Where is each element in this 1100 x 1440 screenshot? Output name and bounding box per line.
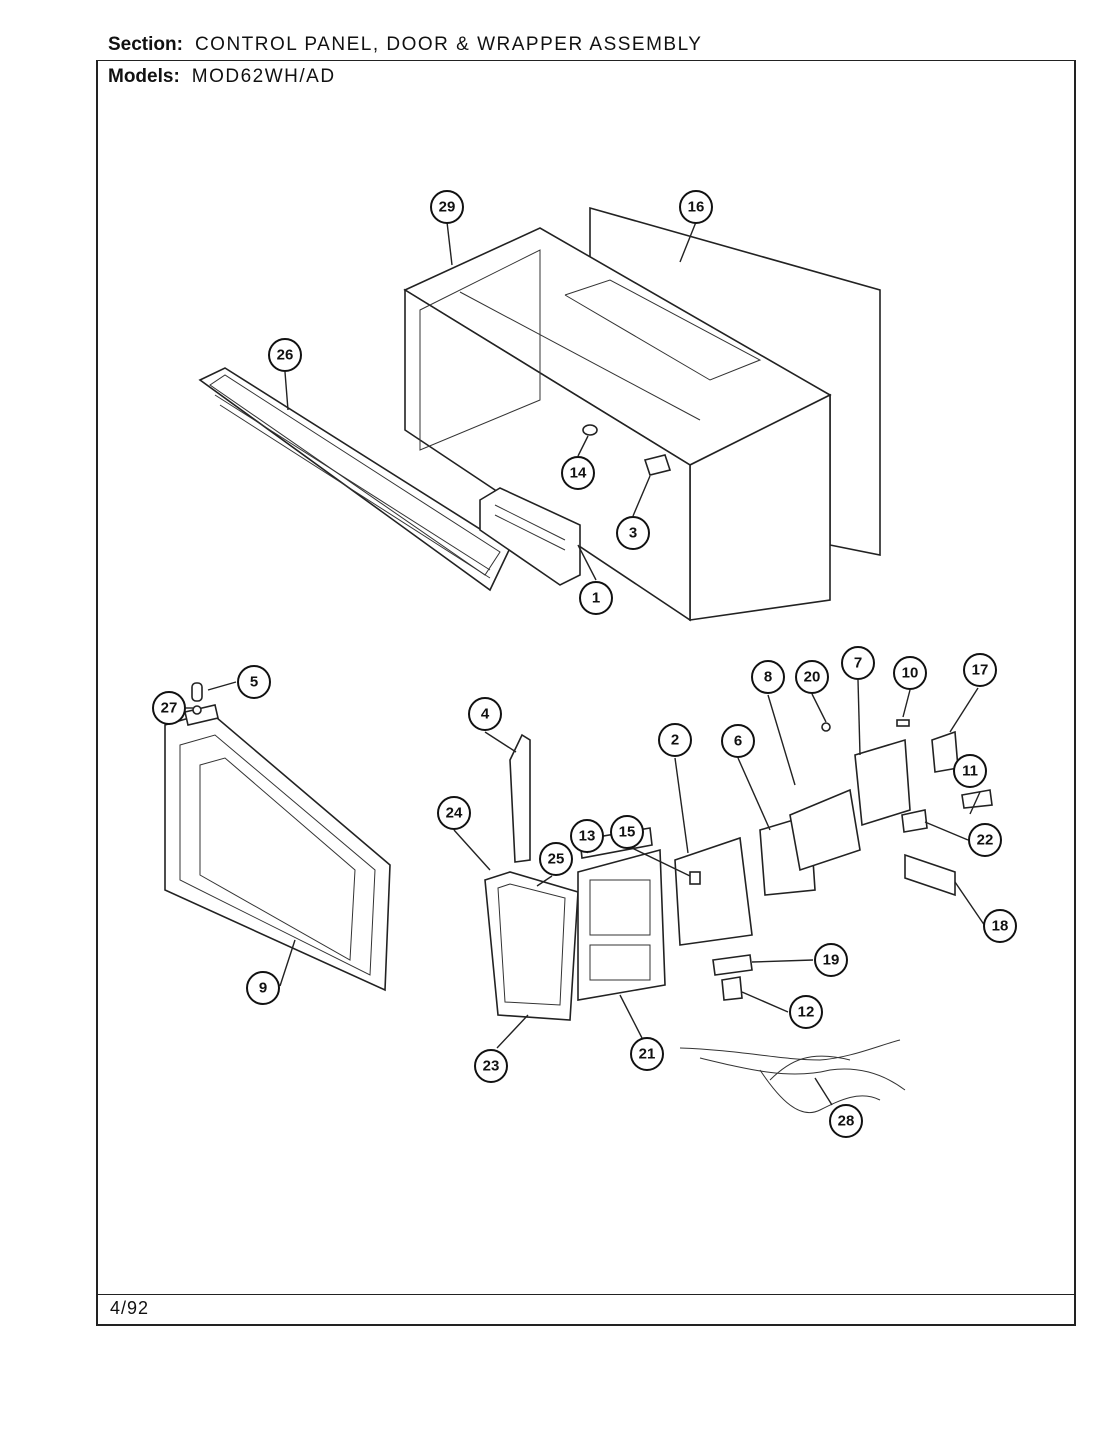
callout-27: 27 (152, 691, 186, 725)
svg-text:13: 13 (579, 828, 596, 845)
callout-18: 18 (983, 909, 1017, 943)
svg-text:6: 6 (734, 733, 742, 750)
touch-keypad (577, 848, 666, 1001)
latch-bracket-4 (509, 733, 531, 863)
svg-text:24: 24 (446, 805, 463, 822)
callout-23: 23 (474, 1049, 508, 1083)
svg-text:1: 1 (592, 590, 600, 607)
vent-plate (479, 487, 581, 586)
callout-9: 9 (246, 971, 280, 1005)
svg-text:22: 22 (977, 832, 994, 849)
svg-text:21: 21 (639, 1046, 656, 1063)
part-22 (901, 809, 928, 833)
svg-text:5: 5 (250, 674, 258, 691)
svg-text:15: 15 (619, 824, 636, 841)
model-number: MOD62WH/AD (191, 66, 336, 87)
control-panel-frame (484, 871, 579, 1021)
svg-text:18: 18 (992, 918, 1009, 935)
svg-text:2: 2 (671, 732, 679, 749)
callout-3: 3 (616, 516, 650, 550)
svg-text:29: 29 (439, 199, 456, 216)
section-title: CONTROL PANEL, DOOR & WRAPPER ASSEMBLY (194, 34, 703, 55)
callout-1: 1 (579, 581, 613, 615)
callout-29: 29 (430, 190, 464, 224)
part-20 (821, 722, 831, 732)
section-heading: Section: CONTROL PANEL, DOOR & WRAPPER AS… (108, 34, 702, 56)
svg-text:10: 10 (902, 665, 919, 682)
part-12 (721, 976, 743, 1001)
svg-text:14: 14 (570, 465, 587, 482)
models-label: Models: (108, 66, 180, 87)
footer-rule (96, 1294, 1076, 1295)
page-date: 4/92 (110, 1298, 150, 1318)
callout-14: 14 (561, 456, 595, 490)
control-panel-2 (674, 836, 753, 946)
svg-text:12: 12 (798, 1004, 815, 1021)
callout-15: 15 (610, 815, 644, 849)
callout-24: 24 (437, 796, 471, 830)
clip-part-14 (582, 424, 598, 436)
svg-text:27: 27 (161, 700, 178, 717)
svg-text:16: 16 (688, 199, 705, 216)
board-18 (904, 853, 956, 897)
wire-harness (679, 1039, 906, 1114)
switch-15 (689, 871, 701, 885)
part-10 (896, 719, 910, 727)
section-label: Section: (108, 34, 183, 55)
part-19 (712, 954, 753, 976)
svg-text:17: 17 (972, 662, 989, 679)
svg-text:23: 23 (483, 1058, 500, 1075)
callout-21: 21 (630, 1037, 664, 1071)
callout-2: 2 (658, 723, 692, 757)
bracket-part-3 (643, 454, 672, 476)
svg-text:20: 20 (804, 669, 821, 686)
callout-6: 6 (721, 724, 755, 758)
callout-5: 5 (237, 665, 271, 699)
callout-22: 22 (968, 823, 1002, 857)
svg-text:9: 9 (259, 980, 267, 997)
callout-19: 19 (814, 943, 848, 977)
diagram-frame (96, 60, 1076, 1326)
callout-20: 20 (795, 660, 829, 694)
callout-26: 26 (268, 338, 302, 372)
door-assembly (164, 704, 391, 992)
leader-lines (186, 221, 986, 1106)
callout-10: 10 (893, 656, 927, 690)
callout-4: 4 (468, 697, 502, 731)
hinge-pin-5 (191, 682, 203, 702)
callout-13: 13 (570, 819, 604, 853)
board-8 (789, 788, 861, 872)
callout-11: 11 (953, 754, 987, 788)
svg-text:7: 7 (854, 655, 862, 672)
callout-8: 8 (751, 660, 785, 694)
models-heading: Models: MOD62WH/AD (108, 66, 336, 88)
callout-12: 12 (789, 995, 823, 1029)
svg-text:11: 11 (962, 763, 978, 780)
svg-text:25: 25 (548, 851, 565, 868)
callout-7: 7 (841, 646, 875, 680)
svg-text:8: 8 (764, 669, 772, 686)
callout-28: 28 (829, 1104, 863, 1138)
svg-text:26: 26 (277, 347, 294, 364)
wrapper-cabinet (403, 206, 881, 622)
callout-17: 17 (963, 653, 997, 687)
callout-25: 25 (539, 842, 573, 876)
hinge-washer-27 (192, 705, 202, 715)
callout-16: 16 (679, 190, 713, 224)
bracket-7 (854, 738, 911, 827)
svg-text:3: 3 (629, 525, 637, 542)
svg-text:4: 4 (481, 706, 490, 723)
svg-text:19: 19 (823, 952, 840, 969)
svg-text:28: 28 (838, 1113, 855, 1130)
